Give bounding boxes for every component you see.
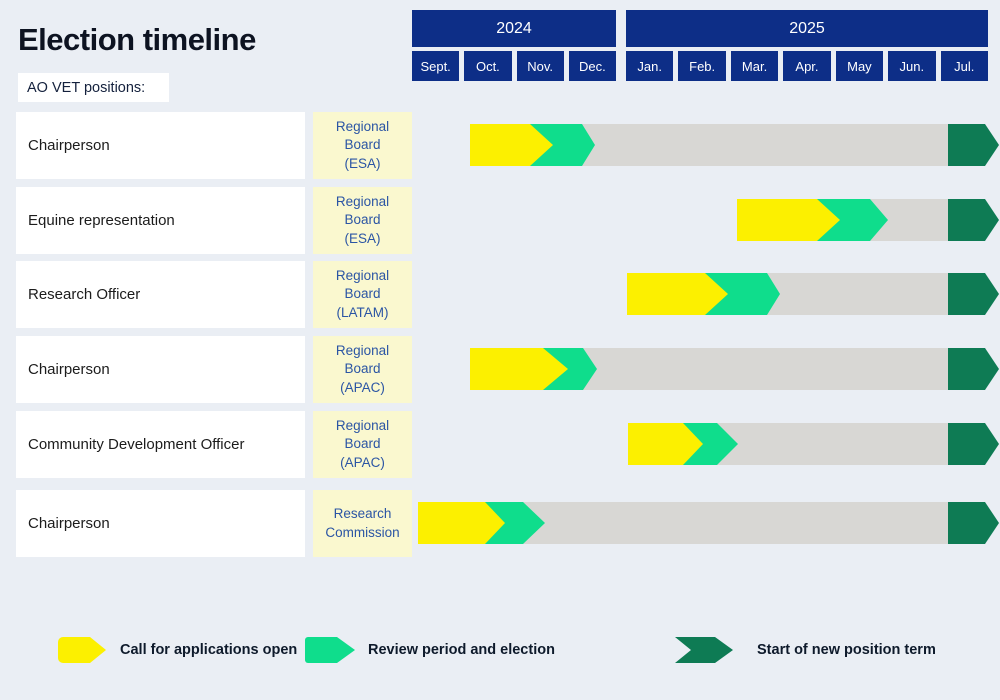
committee-tag: Regional Board (APAC): [313, 336, 412, 403]
legend-item-review-election: Review period and election: [305, 637, 555, 663]
month-cell: Mar.: [730, 51, 779, 81]
position-label: Community Development Officer: [16, 411, 305, 478]
position-label: Chairperson: [16, 490, 305, 557]
timeline-bar: [470, 348, 999, 390]
month-cell: May: [835, 51, 884, 81]
month-cell: Jul.: [940, 51, 988, 81]
committee-tag: Research Commission: [313, 490, 412, 557]
timeline-bar: [418, 502, 999, 544]
committee-tag: Regional Board (ESA): [313, 187, 412, 254]
legend-item-call-open: Call for applications open: [58, 637, 297, 663]
committee-tag: Regional Board (ESA): [313, 112, 412, 179]
timeline-bar: [470, 124, 999, 166]
term-start-segment: [948, 348, 999, 390]
timeline-row: Chairperson Research Commission: [0, 490, 1000, 557]
month-row-2024: Sept.Oct.Nov.Dec.: [412, 51, 616, 81]
month-cell: Feb.: [678, 51, 726, 81]
timeline-bar: [737, 199, 999, 241]
position-label: Chairperson: [16, 112, 305, 179]
timeline-row: Chairperson Regional Board (ESA): [0, 112, 1000, 179]
month-cell: Nov.: [516, 51, 564, 81]
call-open-segment: [737, 199, 840, 241]
legend: Call for applications open Review period…: [0, 637, 1000, 667]
year-label-2024: 2024: [412, 10, 616, 47]
position-label: Research Officer: [16, 261, 305, 328]
term-start-segment: [948, 124, 999, 166]
positions-group-label: AO VET positions:: [18, 73, 169, 102]
timeline-header: 2024 Sept.Oct.Nov.Dec. 2025 Jan.Feb.Mar.…: [412, 10, 988, 81]
timeline-row: Community Development Officer Regional B…: [0, 411, 1000, 478]
month-cell: Jun.: [888, 51, 936, 81]
timeline-bar: [627, 273, 999, 315]
month-cell: Jan.: [626, 51, 674, 81]
legend-label: Call for applications open: [120, 642, 298, 658]
timeline-bar: [628, 423, 999, 465]
year-label-2025: 2025: [626, 10, 988, 47]
committee-tag: Regional Board (APAC): [313, 411, 412, 478]
month-cell: Sept.: [412, 51, 460, 81]
month-cell: Oct.: [464, 51, 512, 81]
call-open-segment: [627, 273, 728, 315]
term-start-segment: [948, 502, 999, 544]
call-open-segment: [418, 502, 505, 544]
position-label: Equine representation: [16, 187, 305, 254]
month-cell: Dec.: [568, 51, 616, 81]
year-group-2024: 2024 Sept.Oct.Nov.Dec.: [412, 10, 616, 81]
term-start-arrow-icon: [675, 637, 733, 663]
term-start-segment: [948, 423, 999, 465]
timeline-row: Chairperson Regional Board (APAC): [0, 336, 1000, 403]
position-label: Chairperson: [16, 336, 305, 403]
timeline-row: Equine representation Regional Board (ES…: [0, 187, 1000, 254]
review-election-arrow-icon: [305, 637, 355, 663]
committee-tag: Regional Board (LATAM): [313, 261, 412, 328]
legend-item-term-start: Start of new position term: [675, 637, 936, 663]
call-open-arrow-icon: [58, 637, 106, 663]
timeline-row: Research Officer Regional Board (LATAM): [0, 261, 1000, 328]
legend-label: Start of new position term: [757, 642, 936, 658]
legend-label: Review period and election: [368, 642, 555, 658]
month-cell: Apr.: [783, 51, 831, 81]
term-start-segment: [948, 199, 999, 241]
page-title: Election timeline: [18, 22, 256, 57]
term-start-segment: [948, 273, 999, 315]
